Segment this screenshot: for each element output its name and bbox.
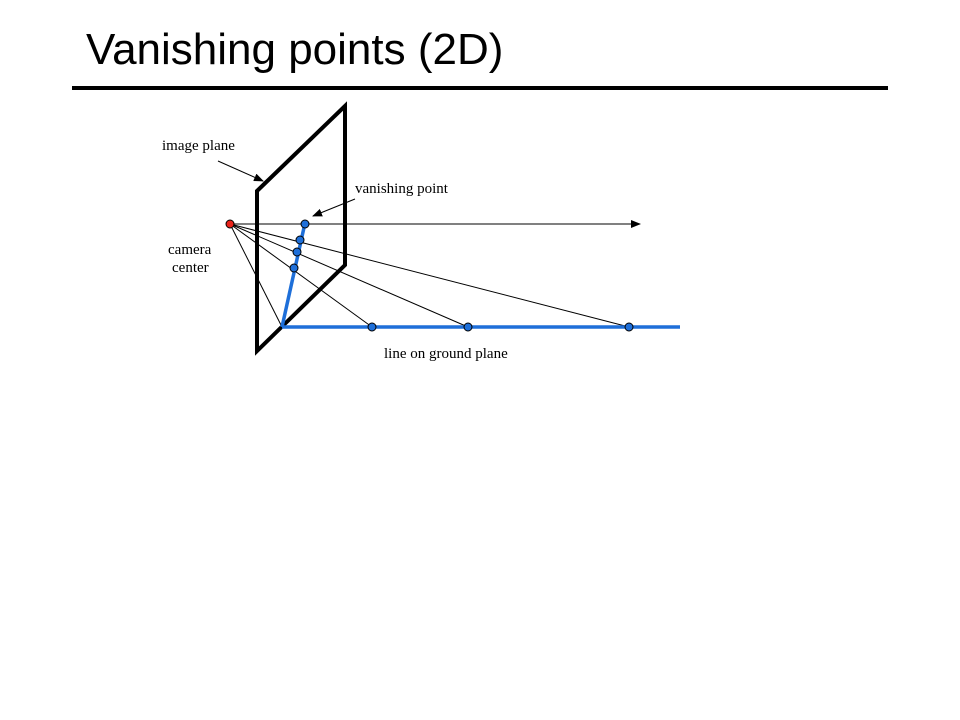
image-plane: [255, 101, 347, 356]
image-plane-pointer-arrow: [217, 160, 264, 182]
ray-to-ground-point-3: [229, 223, 630, 328]
camera-center-label-line1: camera: [168, 242, 212, 258]
ground-line-label: line on ground plane: [384, 346, 508, 362]
projected-point-3: [295, 235, 305, 245]
ground-point-2: [463, 322, 473, 332]
projected-point-2: [292, 247, 302, 257]
ray-to-ground-origin: [229, 223, 283, 328]
projected-point-1: [289, 263, 299, 273]
ray-to-ground-point-2: [229, 223, 469, 328]
image-plane-label: image plane: [162, 138, 235, 154]
ground-point-3: [624, 322, 634, 332]
ray-to-ground-point-1: [229, 223, 373, 328]
slide-title: Vanishing points (2D): [86, 25, 504, 74]
vanishing-point: [300, 219, 310, 229]
camera-center-point: [225, 219, 235, 229]
camera-center-label-line2: center: [172, 260, 209, 276]
vanishing-point-label: vanishing point: [355, 181, 449, 197]
ground-point-1: [367, 322, 377, 332]
vanishing-point-pointer-arrow: [312, 198, 356, 217]
title-underline: [72, 86, 888, 90]
